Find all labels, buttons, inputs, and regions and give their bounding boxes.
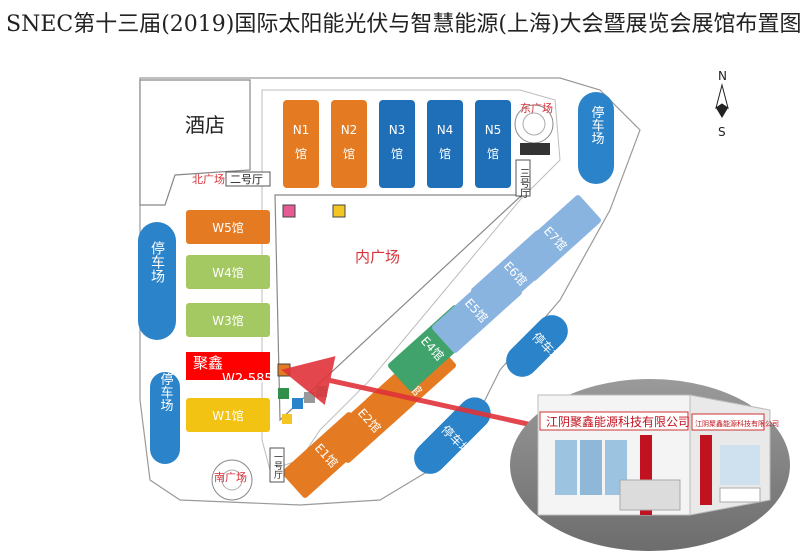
highlight-booth-number: W2-585	[222, 372, 273, 387]
booth-fascia-text: 江阴聚鑫能源科技有限公司	[546, 414, 690, 429]
parking-west: 停车场	[138, 222, 176, 340]
hall-n1: N1 馆	[283, 100, 319, 188]
gate1-label: 一号厅	[272, 452, 283, 479]
hall-e7: E7馆	[511, 195, 601, 281]
gate2-entrance	[225, 171, 271, 187]
highlight-booth: 聚鑫 W2-585	[186, 352, 273, 387]
hall-w4: W4馆	[186, 255, 270, 289]
marker-yellow2	[282, 414, 292, 424]
hall-sub: 馆	[343, 146, 355, 161]
svg-text:东广场: 东广场	[520, 101, 553, 115]
hall-n5: N5 馆	[475, 100, 511, 188]
hall-w3: W3馆	[186, 303, 270, 337]
hall-sub: 馆	[487, 146, 499, 161]
hall-w5: W5馆	[186, 210, 270, 244]
hall-n3: N3 馆	[379, 100, 415, 188]
booth-side-text: 江阴聚鑫能源科技有限公司	[695, 419, 779, 428]
map-title: SNEC第十三届(2019)国际太阳能光伏与智慧能源(上海)大会暨展览会展馆布置…	[6, 12, 800, 37]
gate1-entrance	[269, 447, 285, 483]
booth-photo: 江阴聚鑫能源科技有限公司 江阴聚鑫能源科技有限公司	[510, 379, 790, 551]
hall-label: N2	[341, 123, 358, 137]
hall-label: N4	[437, 123, 454, 137]
marker-blue	[292, 398, 303, 409]
marker-yellow	[332, 204, 346, 218]
north-halls-group: N1 馆 N2 馆 N3 馆 N4 馆 N5 馆	[283, 100, 511, 188]
gate3-entrance	[515, 159, 531, 197]
marker-gray	[304, 392, 315, 403]
gate2-label: 二号厅	[230, 173, 263, 186]
parking-east-mid: 停车场	[506, 315, 568, 377]
marker-green	[278, 388, 289, 399]
marker-orange	[277, 363, 291, 377]
hotel-label: 酒店	[185, 113, 225, 137]
hall-sub: 馆	[391, 146, 403, 161]
marker-teal	[316, 386, 327, 397]
hall-n2: N2 馆	[331, 100, 367, 188]
east-plaza: 东广场	[514, 101, 554, 155]
hall-label: W5馆	[212, 220, 244, 235]
south-plaza: 南广场	[211, 459, 253, 501]
compass-icon: N S	[715, 69, 729, 139]
east-halls-group: E1馆E2馆E3馆E4馆E5馆E6馆E7馆	[282, 195, 601, 498]
svg-text:S: S	[718, 125, 726, 139]
west-halls-group: W5馆 W4馆 W3馆 W1馆	[186, 210, 270, 432]
hall-label: W3馆	[212, 313, 244, 328]
hall-label: N1	[293, 123, 310, 137]
svg-text:停车场: 停车场	[158, 372, 174, 412]
hall-sub: 馆	[439, 146, 451, 161]
inner-plaza-area	[274, 194, 524, 422]
gate3-label: 三号厅	[518, 168, 530, 198]
hall-label: W1馆	[212, 408, 244, 423]
highlight-company: 聚鑫	[193, 354, 223, 372]
svg-text:南广场: 南广场	[214, 470, 247, 484]
pointer-arrow	[281, 356, 556, 433]
hall-sub: 馆	[295, 146, 307, 161]
parking-southwest: 停车场	[150, 372, 180, 464]
svg-text:N: N	[718, 69, 727, 83]
hall-n4: N4 馆	[427, 100, 463, 188]
hotel-block	[139, 79, 251, 206]
north-plaza-label: 北广场	[192, 172, 225, 186]
parking-south: 停车场	[414, 397, 491, 474]
svg-text:停车场: 停车场	[149, 240, 165, 284]
hall-label: N5	[485, 123, 502, 137]
inner-plaza-label: 内广场	[355, 248, 400, 266]
hall-w1: W1馆	[186, 398, 270, 432]
hall-label: N3	[389, 123, 406, 137]
marker-pink	[282, 204, 296, 218]
hall-label: W4馆	[212, 265, 244, 280]
svg-text:停车场: 停车场	[589, 105, 605, 145]
parking-east-top: 停车场	[578, 92, 614, 184]
